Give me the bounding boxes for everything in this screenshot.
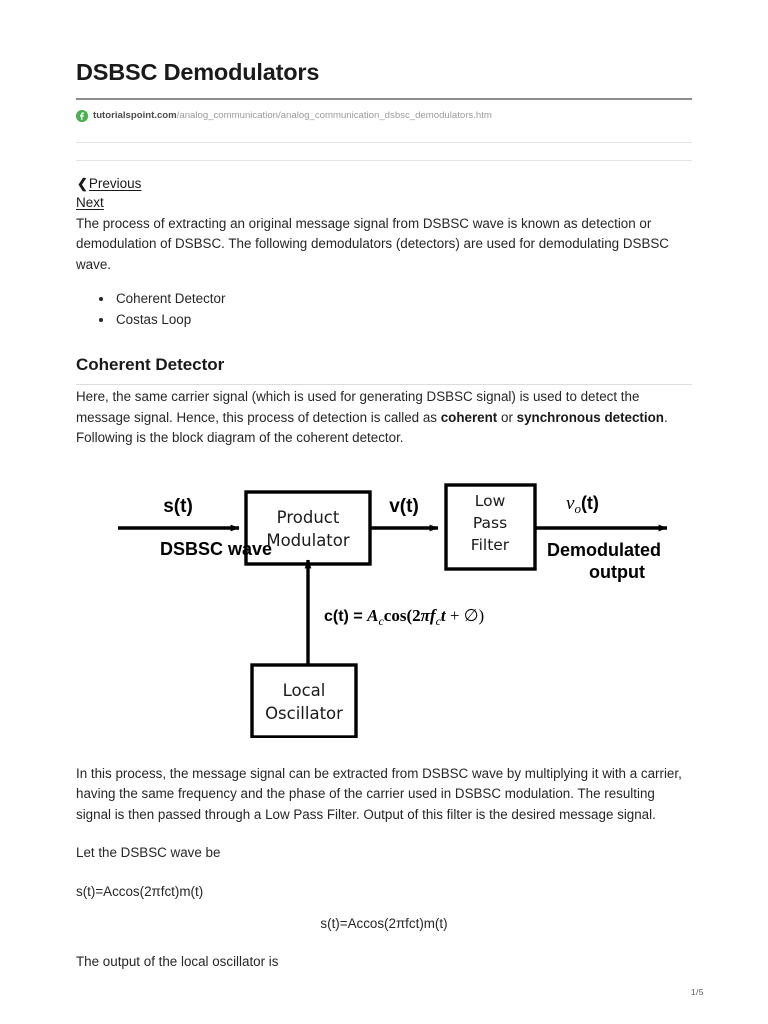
navigation-links: ❮Previous Next <box>76 175 692 212</box>
next-link[interactable]: Next <box>76 194 692 212</box>
page-title: DSBSC Demodulators <box>76 59 320 85</box>
list-item: Coherent Detector <box>114 289 692 310</box>
header-divider-1 <box>76 141 692 143</box>
url-domain: tutorialspoint.com <box>93 109 177 121</box>
diagram-block-lpf-line2: Pass <box>473 514 507 532</box>
section-divider <box>76 384 692 386</box>
diagram-block-local-oscillator-line2: Oscillator <box>265 704 343 723</box>
para-segment-2: or <box>497 409 517 425</box>
diagram-label-input-description: DSBSC wave <box>160 539 272 559</box>
page-content-lower: In this process, the message signal can … <box>76 762 692 973</box>
chevron-left-icon: ❮ <box>77 175 88 191</box>
diagram-label-mid-signal: v(t) <box>389 496 419 517</box>
source-url-text: tutorialspoint.com/analog_communication/… <box>93 111 492 121</box>
page-content: DSBSC Demodulators tutorialspoint.com/an… <box>76 58 692 448</box>
para-segment-3: . Following is the block diagram of the … <box>76 409 668 446</box>
url-path: /analog_communication/analog_communicati… <box>176 109 492 121</box>
process-paragraph: In this process, the message signal can … <box>76 766 682 822</box>
header-divider-2 <box>76 159 692 161</box>
emphasis-coherent: coherent <box>440 409 498 425</box>
diagram-label-output-description-line1: Demodulated <box>547 540 661 560</box>
equation-centered-dsbsc: s(t)=Accos(2πfct)m(t) <box>320 916 448 932</box>
source-url-row[interactable]: tutorialspoint.com/analog_communication/… <box>76 109 692 122</box>
diagram-block-lpf-line1: Low <box>475 492 506 510</box>
diagram-label-output-signal: vo(t) <box>566 493 599 516</box>
tutorialspoint-logo-icon <box>76 109 88 122</box>
title-divider <box>76 98 692 100</box>
diagram-carrier-equation: c(t) = Accos(2πfct + ∅) <box>324 606 484 628</box>
section-heading-coherent-detector: Coherent Detector <box>76 355 225 374</box>
equation-inline-dsbsc: s(t)=Accos(2πfct)m(t) <box>76 883 204 899</box>
previous-link-label: Previous <box>88 175 142 191</box>
diagram-block-local-oscillator-line1: Local <box>283 681 326 700</box>
previous-link[interactable]: ❮Previous <box>76 175 692 193</box>
next-link-label: Next <box>76 194 104 210</box>
page-number: 1/5 <box>690 987 704 997</box>
lead-in-dsbsc-wave: Let the DSBSC wave be <box>76 845 221 861</box>
emphasis-synchronous-detection: synchronous detection <box>516 409 664 425</box>
lead-in-local-oscillator: The output of the local oscillator is <box>76 954 279 970</box>
coherent-detector-block-diagram: s(t) DSBSC wave Product Modulator v(t) L… <box>76 470 692 738</box>
list-item: Costas Loop <box>114 310 692 331</box>
para-segment-1: Here, the same carrier signal (which is … <box>76 389 640 425</box>
diagram-block-product-modulator-line2: Modulator <box>266 531 350 550</box>
coherent-detector-paragraph: Here, the same carrier signal (which is … <box>76 387 692 448</box>
intro-paragraph: The process of extracting an original me… <box>76 215 669 272</box>
diagram-block-lpf-line3: Filter <box>471 536 510 554</box>
diagram-label-input-signal: s(t) <box>163 496 193 517</box>
diagram-block-product-modulator-line1: Product <box>277 508 340 527</box>
demodulator-list: Coherent Detector Costas Loop <box>76 289 692 330</box>
diagram-label-output-description-line2: output <box>589 562 645 582</box>
